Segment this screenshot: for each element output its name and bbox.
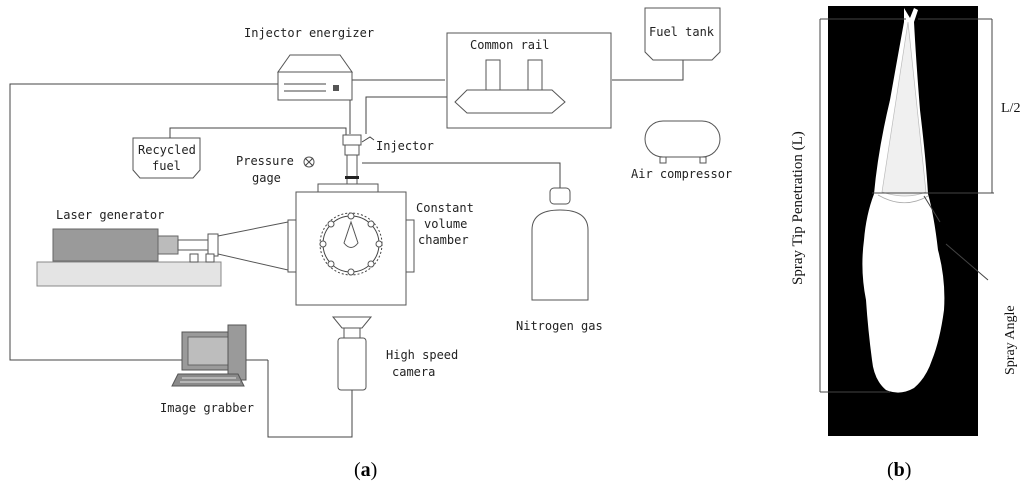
panel-b-letter: b (894, 459, 905, 481)
recycled-fuel-container: Recycled fuel (132, 137, 201, 179)
injector-label: Injector (376, 139, 434, 153)
chamber-label-2: volume (424, 217, 467, 231)
fuel-tank-label: Fuel tank (649, 25, 715, 39)
camera-label-2: camera (392, 365, 435, 379)
pressure-gage-label-2: gage (252, 171, 281, 185)
injector-energizer: Injector energizer (244, 26, 374, 101)
common-rail-label: Common rail (470, 38, 549, 52)
nitrogen-gas-cylinder: Nitrogen gas (516, 187, 603, 333)
chamber-label-1: Constant (416, 201, 474, 215)
camera-label-1: High speed (386, 348, 458, 362)
injector: Injector (342, 134, 434, 186)
common-rail: Common rail (446, 32, 612, 129)
spray-cone-outline (881, 21, 927, 197)
spray-angle-pointer (923, 195, 941, 223)
laser-generator: Laser generator (36, 208, 289, 287)
high-speed-camera: High speed camera (331, 316, 458, 391)
recycled-fuel-label-2: fuel (152, 159, 181, 173)
injector-energizer-label: Injector energizer (244, 26, 374, 40)
air-compressor: Air compressor (631, 120, 732, 181)
spray-angle-leader (945, 243, 989, 281)
connection-lines (9, 60, 684, 438)
panel-b-spray-image: Spray Tip Penetration (L) L/2 Spray Angl… (790, 6, 1020, 481)
spray-tip-penetration-label: Spray Tip Penetration (L) (790, 131, 806, 285)
chamber-label-3: chamber (418, 233, 469, 247)
panel-a-caption: (a) (354, 459, 377, 481)
pressure-gage: Pressure gage (236, 154, 315, 185)
recycled-fuel-label-1: Recycled (138, 143, 196, 157)
air-compressor-label: Air compressor (631, 167, 732, 181)
panel-b-caption: (b) (887, 459, 911, 481)
image-grabber-label: Image grabber (160, 401, 254, 415)
laser-generator-label: Laser generator (56, 208, 164, 222)
pressure-gage-label-1: Pressure (236, 154, 294, 168)
constant-volume-chamber: Constant volume chamber (287, 183, 474, 306)
panel-a-letter: a (361, 459, 371, 481)
image-grabber-computer: Image grabber (160, 324, 254, 415)
spray-angle-label: Spray Angle (1003, 305, 1018, 375)
spray-plume (862, 8, 945, 393)
fuel-tank: Fuel tank (644, 7, 721, 61)
panel-a-schematic: Injector energizer Common rail Fuel tank… (9, 7, 732, 481)
nitrogen-gas-label: Nitrogen gas (516, 319, 603, 333)
half-length-label: L/2 (1001, 101, 1020, 116)
spray-arc (877, 194, 929, 204)
